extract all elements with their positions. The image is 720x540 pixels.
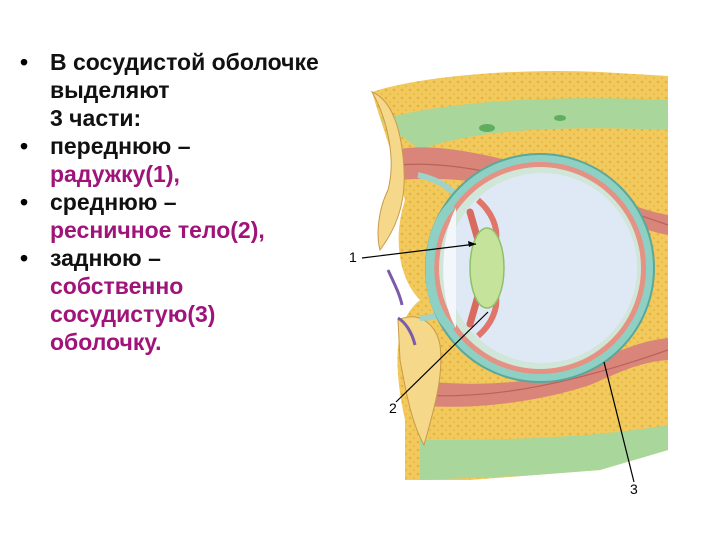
cornea bbox=[425, 201, 456, 334]
upper-connective-band bbox=[380, 98, 668, 150]
callout-line-3 bbox=[603, 361, 635, 483]
bullet-highlight: собственно сосудистую(3) оболочку. bbox=[50, 273, 216, 355]
lens bbox=[469, 227, 505, 309]
label-2: 2 bbox=[389, 400, 397, 416]
bullet-dot: • bbox=[20, 133, 29, 159]
bullet-content: переднюю – радужку(1), bbox=[50, 132, 344, 188]
callout-line-2 bbox=[395, 311, 489, 403]
anterior-chamber bbox=[443, 208, 456, 328]
bullet-item-2: • переднюю – радужку(1), bbox=[14, 132, 344, 188]
bullet-content: среднюю – ресничное тело(2), bbox=[50, 188, 344, 244]
upper-lid-edge bbox=[386, 269, 404, 306]
eyeball bbox=[425, 153, 655, 383]
bullet-dot: • bbox=[20, 189, 29, 215]
lower-lid-edge bbox=[397, 316, 417, 346]
bullet-highlight: радужку(1), bbox=[50, 161, 180, 187]
vessel bbox=[479, 124, 495, 132]
bullet-content: заднюю – собственно сосудистую(3) оболоч… bbox=[50, 244, 344, 356]
bullet-item-3: • среднюю – ресничное тело(2), bbox=[14, 188, 344, 244]
upper-eyelid bbox=[370, 91, 405, 252]
lower-connective-band bbox=[420, 425, 668, 480]
bullet-dot: • bbox=[20, 49, 29, 75]
callout-line-1 bbox=[361, 243, 477, 259]
bullet-dot: • bbox=[20, 245, 29, 271]
label-3: 3 bbox=[630, 481, 638, 497]
bullet-text: переднюю – bbox=[50, 133, 191, 159]
bullet-text: В сосудистой оболочке выделяют bbox=[50, 49, 319, 103]
bullet-highlight: 3 части: bbox=[50, 105, 142, 131]
callout-arrow-1 bbox=[468, 241, 476, 247]
bullet-item-1: • В сосудистой оболочке выделяют 3 части… bbox=[14, 48, 344, 132]
text-block: • В сосудистой оболочке выделяют 3 части… bbox=[14, 48, 344, 356]
lower-muscle bbox=[410, 338, 668, 407]
vessel bbox=[554, 115, 566, 121]
bullet-text: среднюю – bbox=[50, 189, 177, 215]
bullet-item-4: • заднюю – собственно сосудистую(3) обол… bbox=[14, 244, 344, 356]
bullet-content: В сосудистой оболочке выделяют 3 части: bbox=[50, 48, 344, 132]
lower-eyelid bbox=[397, 316, 442, 447]
bullet-highlight: ресничное тело(2), bbox=[50, 217, 265, 243]
bullet-text: заднюю – bbox=[50, 245, 161, 271]
label-1: 1 bbox=[349, 249, 357, 265]
